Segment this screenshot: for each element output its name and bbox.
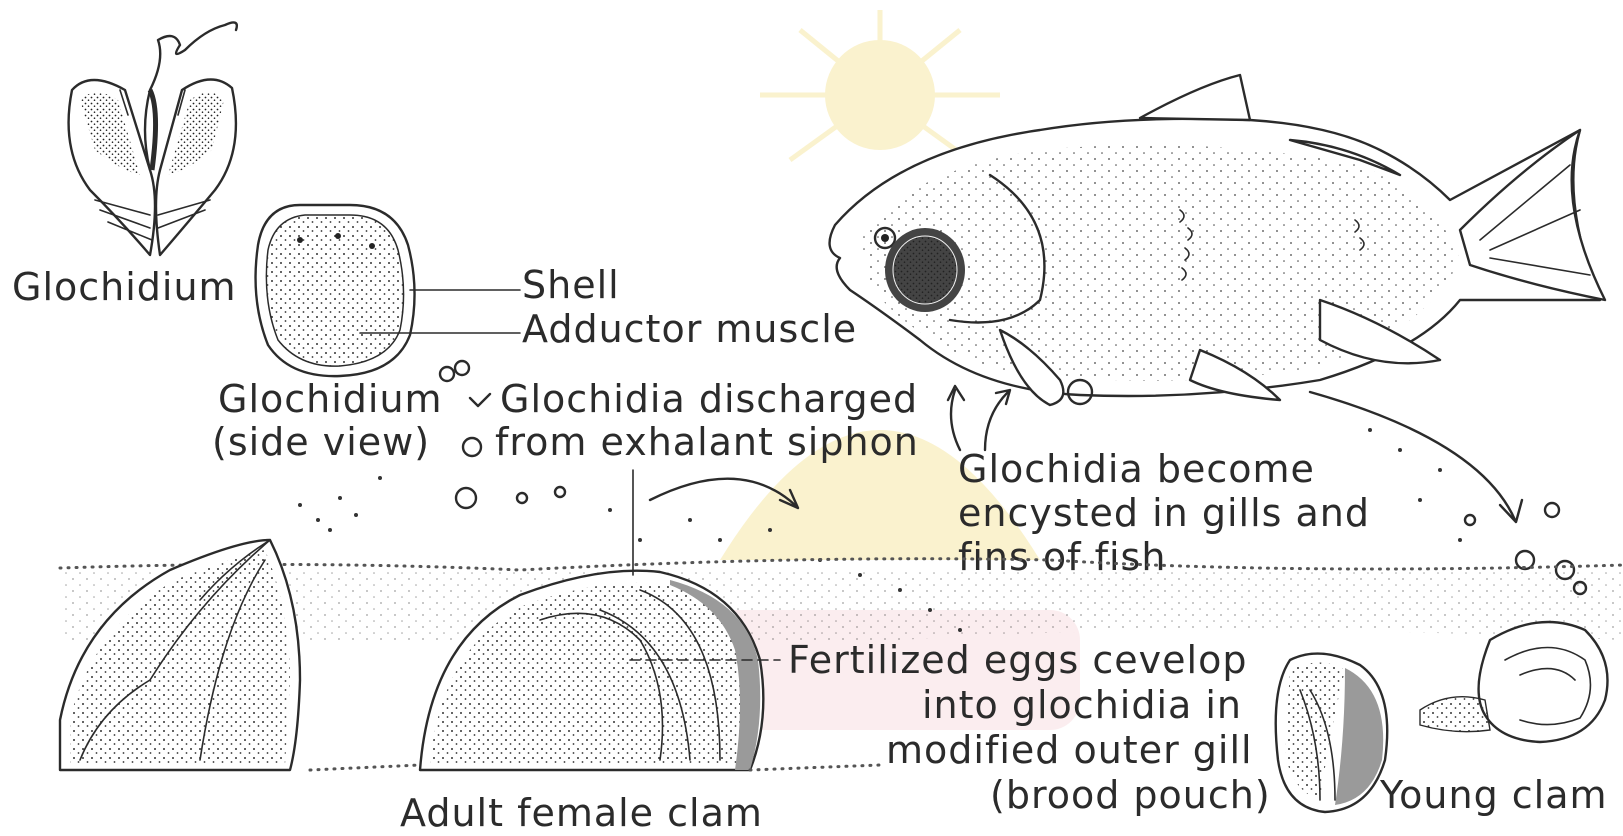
water-bottom-line [60, 559, 1623, 570]
encysted-label-line2: encysted in gills and [958, 491, 1370, 535]
adult-female-clam-label: Adult female clam [400, 791, 763, 835]
young-clam-drawing [1420, 622, 1608, 742]
glochidium-open-drawing [69, 22, 237, 255]
glochidium-side-label-line1: Glochidium [218, 377, 443, 421]
fertilized-label-line3: modified outer gill [886, 728, 1253, 772]
discharged-label-line2: from exhalant siphon [495, 420, 919, 464]
fertilized-label-line2: into glochidia in [922, 683, 1242, 727]
discharged-label-line1: Glochidia discharged [500, 377, 918, 421]
glochidium-side-view-drawing [256, 205, 520, 376]
shell-label: Shell [522, 263, 620, 307]
fertilized-label-line4: (brood pouch) [990, 773, 1271, 817]
encysted-label-line1: Glochidia become [958, 447, 1315, 491]
brood-pouch-drawing [1276, 654, 1388, 812]
fertilized-label-line1: Fertilized eggs сevelop [788, 638, 1247, 682]
adductor-muscle-label: Adductor muscle [522, 307, 857, 351]
young-clam-label: Young clam [1379, 773, 1608, 817]
glochidium-label: Glochidium [12, 265, 237, 309]
fish-drawing [830, 75, 1605, 405]
glochidium-side-label-line2: (side view) [212, 420, 430, 464]
